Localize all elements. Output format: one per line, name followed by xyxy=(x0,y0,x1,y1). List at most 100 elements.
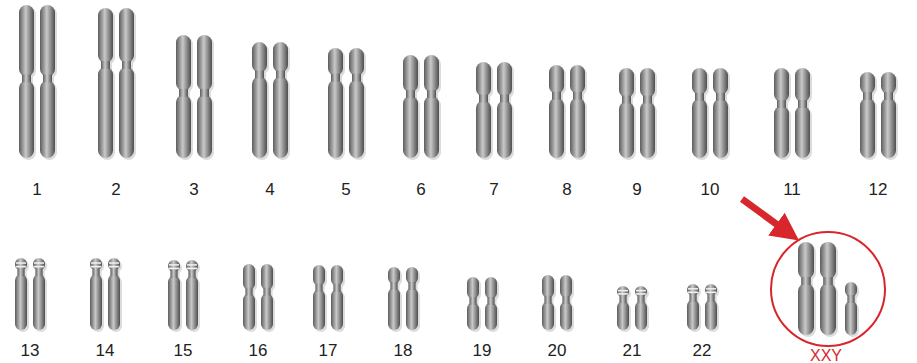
chromosome xyxy=(705,284,719,332)
chromosome-body xyxy=(313,265,325,330)
chromosome-body xyxy=(349,48,364,158)
chromosome-body xyxy=(406,267,418,330)
chromosome-number: 18 xyxy=(394,342,413,359)
chromosome-number: 19 xyxy=(473,342,492,359)
chromosome-number: 1 xyxy=(32,181,41,198)
chromosome-body xyxy=(388,267,400,330)
chromosome-band xyxy=(109,266,119,268)
chromosome-number: 6 xyxy=(416,181,425,198)
chromosome-body xyxy=(845,282,857,335)
chromosome xyxy=(424,55,441,160)
chromosome-band xyxy=(706,292,716,294)
chromosome-number: 21 xyxy=(623,342,642,359)
chromosome-band xyxy=(618,293,628,295)
chromosome-number: 5 xyxy=(341,181,350,198)
chromosome xyxy=(168,260,182,332)
chromosome-body xyxy=(403,55,418,158)
sex-chromosome-label: XXY xyxy=(810,348,842,363)
chromosome-body xyxy=(176,35,191,158)
chromosome-number: 3 xyxy=(189,181,198,198)
chromosome-body xyxy=(705,284,717,330)
chromosome xyxy=(774,68,791,160)
chromosome-number: 13 xyxy=(21,342,40,359)
chromosome xyxy=(90,258,104,332)
chromosome xyxy=(186,260,200,332)
chromosome-number: 16 xyxy=(249,342,268,359)
chromosome xyxy=(349,48,366,160)
chromosome xyxy=(845,282,859,337)
pointer-arrow xyxy=(742,199,790,234)
chromosome-number: 17 xyxy=(319,342,338,359)
chromosome xyxy=(497,62,514,160)
chromosome-band xyxy=(187,264,197,266)
chromosome-body xyxy=(467,277,479,330)
chromosome xyxy=(19,5,36,160)
chromosome-band xyxy=(706,288,716,290)
chromosome xyxy=(119,8,136,160)
chromosome-body xyxy=(476,62,491,158)
chromosome-body xyxy=(331,265,343,330)
chromosome xyxy=(549,65,566,160)
chromosome-body xyxy=(252,42,267,158)
chromosome xyxy=(687,284,701,332)
chromosome-body xyxy=(33,258,45,330)
chromosome-number: 20 xyxy=(548,342,567,359)
chromosome-body xyxy=(640,68,655,158)
chromosome-number: 10 xyxy=(701,181,720,198)
chromosome-body xyxy=(90,258,102,330)
chromosome xyxy=(570,65,587,160)
chromosome-body xyxy=(186,260,198,330)
chromosome xyxy=(820,242,838,337)
chromosome-body xyxy=(713,68,728,158)
chromosome-body xyxy=(542,275,554,330)
chromosome-band xyxy=(636,290,646,292)
chromosome-body xyxy=(273,42,288,158)
chromosome xyxy=(617,286,631,332)
chromosome-band xyxy=(688,292,698,294)
chromosome xyxy=(881,72,898,160)
chromosome-band xyxy=(16,266,26,268)
chromosome-band xyxy=(636,293,646,295)
chromosome-body xyxy=(424,55,439,158)
chromosome-band xyxy=(169,268,179,270)
chromosome-body xyxy=(497,62,512,158)
chromosome xyxy=(467,277,481,332)
chromosome-band xyxy=(618,290,628,292)
chromosome-body xyxy=(881,72,896,158)
chromosome xyxy=(273,42,290,160)
chromosome-body xyxy=(15,258,27,330)
chromosome xyxy=(388,267,402,332)
chromosome xyxy=(33,258,47,332)
chromosome xyxy=(406,267,420,332)
chromosome-band xyxy=(91,266,101,268)
chromosome-body xyxy=(774,68,789,158)
chromosome-band xyxy=(34,262,44,264)
chromosome xyxy=(331,265,345,332)
chromosome-band xyxy=(169,264,179,266)
chromosome-number: 22 xyxy=(693,342,712,359)
chromosome xyxy=(252,42,269,160)
chromosome xyxy=(798,242,816,337)
chromosome xyxy=(635,286,649,332)
chromosome xyxy=(403,55,420,160)
chromosome-body xyxy=(243,264,255,330)
chromosome-body xyxy=(560,275,572,330)
chromosome-body xyxy=(795,68,810,158)
chromosome-number: 14 xyxy=(96,342,115,359)
chromosome-band xyxy=(91,262,101,264)
chromosome-body xyxy=(549,65,564,158)
chromosome-number: 15 xyxy=(174,342,193,359)
chromosome xyxy=(40,5,57,160)
chromosome xyxy=(619,68,636,160)
chromosome-body xyxy=(40,5,55,158)
chromosome-body xyxy=(570,65,585,158)
chromosome-band xyxy=(109,262,119,264)
chromosome-band xyxy=(16,262,26,264)
chromosome xyxy=(640,68,657,160)
chromosome-number: 7 xyxy=(489,181,498,198)
chromosome-body xyxy=(860,72,875,158)
chromosome-band xyxy=(187,268,197,270)
chromosome xyxy=(476,62,493,160)
chromosome-number: 9 xyxy=(632,181,641,198)
